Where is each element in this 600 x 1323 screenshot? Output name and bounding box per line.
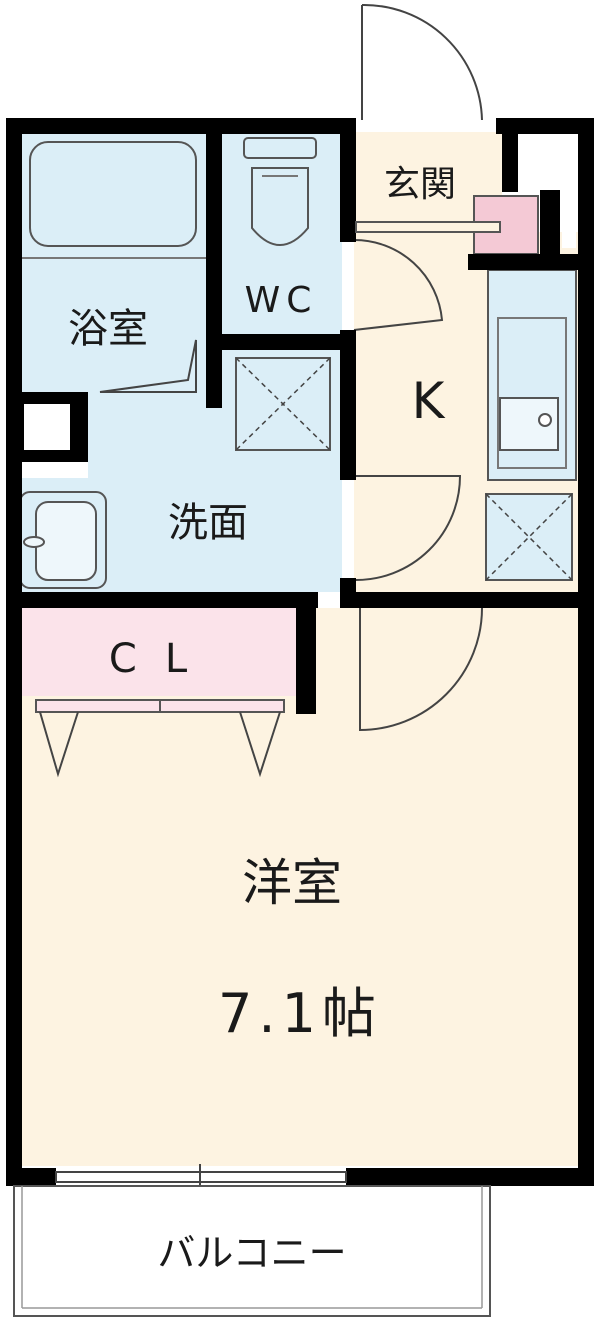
washroom-label: 洗面 bbox=[168, 500, 248, 546]
western-room-floor-upper bbox=[312, 608, 586, 708]
walls bbox=[6, 118, 594, 1186]
closet-label: CL bbox=[109, 636, 215, 682]
washing-machine-pan bbox=[235, 357, 331, 451]
western-room-label: 洋室 bbox=[242, 854, 342, 912]
western-room-size: 7.1帖 bbox=[218, 982, 382, 1045]
kitchen-counter bbox=[487, 269, 577, 481]
toilet bbox=[243, 137, 317, 246]
wc-door-swing bbox=[353, 238, 444, 331]
closet-doors bbox=[35, 699, 285, 778]
shoe-box bbox=[473, 195, 539, 255]
washroom-door-swing bbox=[353, 475, 462, 582]
wash-basin bbox=[19, 491, 107, 589]
genkan-label: 玄関 bbox=[384, 164, 456, 205]
bath-door bbox=[99, 339, 197, 393]
western-room-door-swing bbox=[359, 607, 483, 732]
closet-floor bbox=[20, 608, 300, 696]
kitchen-label: K bbox=[412, 372, 446, 430]
bath-label: 浴室 bbox=[68, 306, 148, 352]
western-room-floor bbox=[20, 696, 586, 1166]
balcony-label: バルコニー bbox=[157, 1231, 346, 1275]
bathtub bbox=[29, 141, 197, 247]
wc-label: WC bbox=[245, 280, 318, 321]
fridge-space bbox=[485, 493, 573, 581]
entrance-door-swing bbox=[361, 3, 483, 121]
balcony bbox=[13, 1185, 491, 1317]
